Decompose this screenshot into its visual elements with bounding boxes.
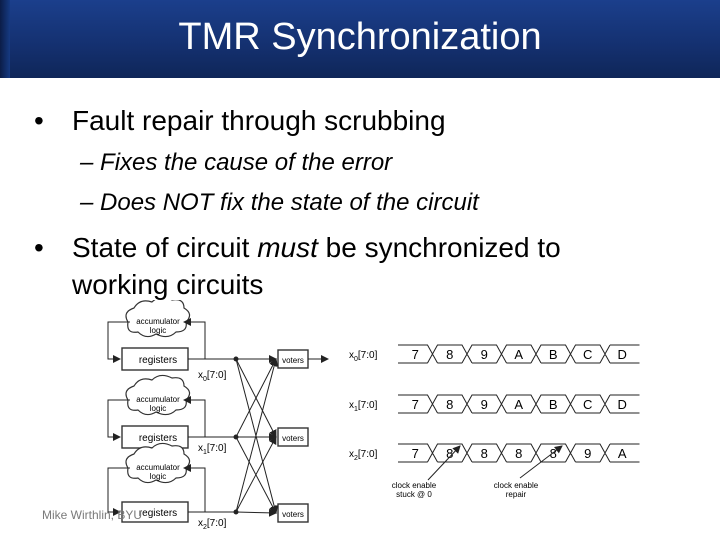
stuck-arrow: [427, 445, 461, 481]
timing-row-label: x1[7:0]: [349, 400, 378, 413]
bus-value: 9: [481, 347, 488, 362]
cloud-label-2: logic: [150, 326, 166, 335]
bus-waveform: [398, 394, 640, 414]
signal-label-0: x0[7:0]: [198, 370, 227, 383]
bullet-marker: •: [34, 232, 44, 263]
bus-value: C: [583, 397, 592, 412]
slide-footer: Mike Wirthlin, BYU: [42, 508, 143, 522]
bus-value: 8: [515, 446, 522, 461]
bullet-marker: •: [34, 105, 44, 136]
bullet-2-text-before: State of circuit: [72, 232, 258, 263]
bullet-2-line-2: working circuits: [72, 269, 264, 300]
tmr-module-1: accumulator logic registers x1[7:0] vote…: [107, 374, 309, 456]
bus-value: D: [618, 347, 627, 362]
bullet-2-text-after: be synchronized to: [317, 232, 561, 263]
tmr-module-0: accumulator logic registers x0[7:0] vote…: [107, 300, 329, 383]
sub-bullet-2-text: Does NOT fix the state of the circuit: [100, 189, 479, 216]
timing-row-label: x0[7:0]: [349, 350, 378, 363]
cloud-label-2: logic: [150, 472, 166, 481]
sub-bullet-1-text: Fixes the cause of the error: [100, 149, 393, 176]
bullet-2-text-emphasis: must: [257, 232, 318, 263]
bus-value: 9: [584, 446, 591, 461]
bus-value: A: [514, 347, 523, 362]
bus-value: A: [618, 446, 627, 461]
sub-bullet-dash: –: [80, 149, 94, 176]
register-label: registers: [139, 508, 177, 519]
bullet-2-line-1: State of circuit must be synchronized to: [72, 231, 561, 265]
title-bar-accent: [0, 0, 10, 78]
bus-value: 8: [481, 446, 488, 461]
cloud-label-1: accumulator: [136, 317, 180, 326]
input-wire: [107, 399, 130, 441]
bus-waveform: [398, 443, 640, 463]
sub-bullet-2: – Does NOT fix the state of the circuit: [80, 188, 479, 218]
timing-annotations: clock enable stuck @ 0 clock enable repa…: [392, 445, 563, 499]
repair-arrow: [519, 445, 563, 479]
bus-value: D: [618, 397, 627, 412]
register-label: registers: [139, 433, 177, 444]
bus-value: B: [549, 397, 558, 412]
bus-value: 7: [412, 446, 419, 461]
bus-value: 7: [412, 347, 419, 362]
voter-box: [277, 427, 309, 447]
input-wire: [107, 321, 130, 363]
bus-value: 9: [481, 397, 488, 412]
cloud-label-2: logic: [150, 404, 166, 413]
annotation-stuck-line-1: clock enable: [392, 481, 437, 490]
bullet-1-text: Fault repair through scrubbing: [72, 105, 446, 136]
sub-bullet-dash: –: [80, 189, 94, 216]
bus-value: 8: [446, 446, 453, 461]
bus-value: C: [583, 347, 592, 362]
signal-label-1: x1[7:0]: [198, 443, 227, 456]
tmr-diagram: accumulator logic registers x0[7:0] vote…: [107, 300, 640, 531]
signal-label-2: x2[7:0]: [198, 518, 227, 531]
input-wire: [107, 467, 130, 516]
voter-label: voters: [282, 356, 304, 365]
title-bar: TMR Synchronization: [0, 0, 720, 78]
annotation-repair-line-2: repair: [506, 490, 527, 499]
bus-value: 7: [412, 397, 419, 412]
tmr-module-2: accumulator logic registers x2[7:0] vote…: [107, 442, 309, 531]
cloud-shape: [125, 442, 191, 484]
annotation-stuck-line-2: stuck @ 0: [396, 490, 432, 499]
voter-crossing-wires: [188, 355, 279, 517]
slide-title: TMR Synchronization: [178, 16, 542, 58]
cloud-label-1: accumulator: [136, 395, 180, 404]
cloud-shape: [125, 374, 191, 416]
bus-value: B: [549, 347, 558, 362]
bus-value: 8: [550, 446, 557, 461]
register-label: registers: [139, 355, 177, 366]
voter-label: voters: [282, 434, 304, 443]
voter-label: voters: [282, 510, 304, 519]
bus-value: 8: [446, 347, 453, 362]
cloud-label-1: accumulator: [136, 463, 180, 472]
bus-value: A: [514, 397, 523, 412]
annotation-repair-line-1: clock enable: [494, 481, 539, 490]
bus-value: 8: [446, 397, 453, 412]
bus-waveform: [398, 344, 640, 364]
timing-row-label: x2[7:0]: [349, 449, 378, 462]
sub-bullet-1: – Fixes the cause of the error: [80, 148, 392, 178]
cloud-shape: [125, 300, 191, 338]
